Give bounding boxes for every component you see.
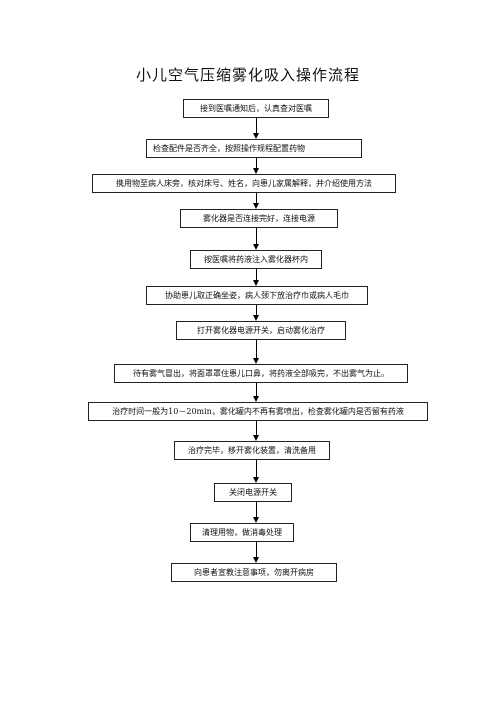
step-4-box: 雾化器是否连接完好，连接电源 bbox=[180, 209, 338, 228]
connector-12-13 bbox=[256, 542, 257, 557]
connector-2-3 bbox=[256, 158, 257, 168]
connector-9-10 bbox=[256, 421, 257, 435]
flowchart-title: 小儿空气压缩雾化吸入操作流程 bbox=[135, 66, 360, 84]
connector-8-9 bbox=[256, 383, 257, 396]
connector-5-6 bbox=[256, 269, 257, 280]
step-5-box: 按医嘱将药液注入雾化器杯内 bbox=[190, 250, 322, 269]
arrowhead-10-11 bbox=[253, 477, 259, 483]
connector-11-12 bbox=[256, 502, 257, 517]
arrowhead-7-8 bbox=[253, 358, 259, 364]
step-6-box: 协助患儿取正确坐姿，病人颈下放治疗巾或病人毛巾 bbox=[146, 286, 368, 305]
arrowhead-8-9 bbox=[253, 396, 259, 402]
step-11-box: 关闭电源开关 bbox=[214, 483, 292, 502]
step-1-box: 接到医嘱通知后，认真查对医嘱 bbox=[183, 99, 329, 118]
arrowhead-5-6 bbox=[253, 280, 259, 286]
arrowhead-9-10 bbox=[253, 435, 259, 441]
connector-7-8 bbox=[256, 340, 257, 358]
arrowhead-12-13 bbox=[253, 557, 259, 563]
step-2-box: 检查配件是否齐全，按照操作规程配置药物 bbox=[146, 139, 362, 158]
connector-10-11 bbox=[256, 460, 257, 477]
step-12-box: 清理用物，做消毒处理 bbox=[190, 523, 294, 542]
connector-6-7 bbox=[256, 305, 257, 315]
arrowhead-1-2 bbox=[253, 133, 259, 139]
arrowhead-2-3 bbox=[253, 168, 259, 174]
connector-1-2 bbox=[256, 118, 257, 133]
step-7-box: 打开雾化器电源开关，启动雾化治疗 bbox=[176, 321, 346, 340]
arrowhead-6-7 bbox=[253, 315, 259, 321]
step-9-box: 治疗时间一般为10－20min，雾化罐内不再有雾喷出，检查雾化罐内是否留有药液 bbox=[88, 402, 428, 421]
step-13-box: 向患者宣教注意事项，勿离开病房 bbox=[171, 563, 337, 582]
connector-3-4 bbox=[256, 193, 257, 203]
step-10-box: 治疗完毕，移开雾化装置，清洗备用 bbox=[174, 441, 330, 460]
connector-4-5 bbox=[256, 228, 257, 244]
arrowhead-11-12 bbox=[253, 517, 259, 523]
step-8-box: 待有雾气冒出，将面罩罩住患儿口鼻，将药液全部吸完，不出雾气为止。 bbox=[114, 364, 408, 383]
step-3-box: 携用物至病人床旁，核对床号、姓名，向患儿家属解释，并介绍使用方法 bbox=[92, 174, 396, 193]
arrowhead-3-4 bbox=[253, 203, 259, 209]
arrowhead-4-5 bbox=[253, 244, 259, 250]
